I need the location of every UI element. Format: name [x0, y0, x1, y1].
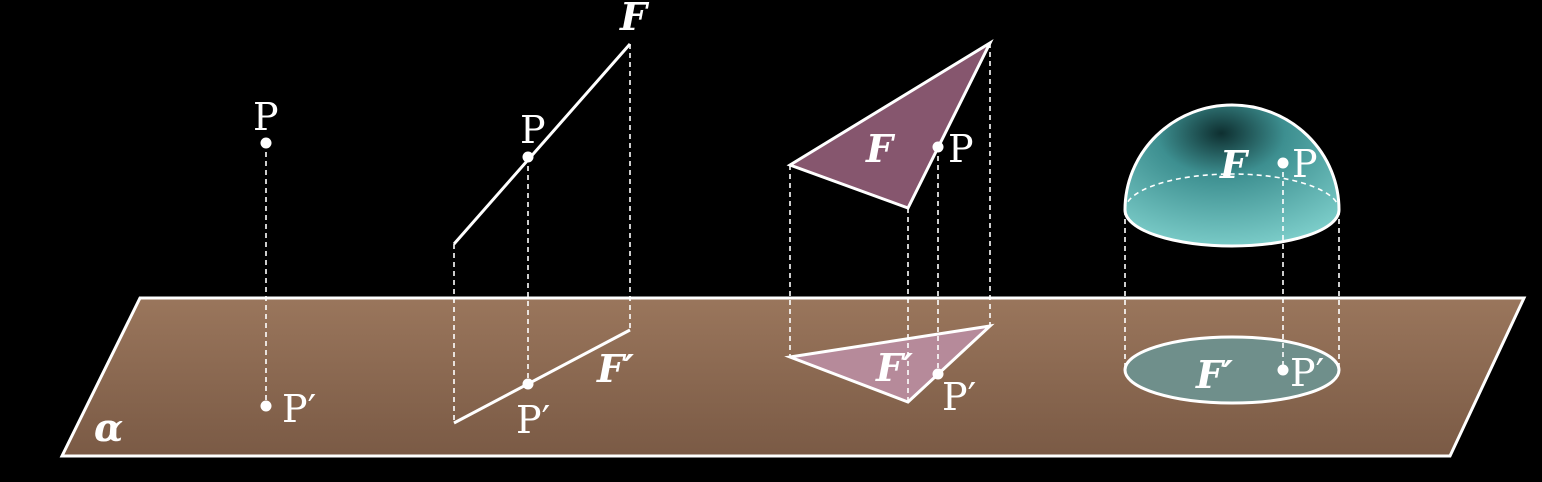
plane-label: α [94, 405, 123, 450]
triangle-f-prime [784, 323, 995, 404]
point-p-prime-label: P′ [282, 387, 316, 431]
point-p-prime [1277, 364, 1289, 376]
point-p-prime [932, 368, 944, 380]
point-p-prime-label: P′ [942, 375, 976, 419]
point-p-label: P [253, 95, 279, 139]
point-p-label: P [948, 127, 974, 171]
triangle-f-prime-label: F′ [875, 345, 913, 390]
point-p [522, 151, 534, 163]
point-p [260, 137, 272, 149]
point-p-prime-label: P′ [516, 398, 550, 442]
point-p-prime-label: P′ [1290, 351, 1324, 395]
point-p [932, 141, 944, 153]
segment-f-prime [453, 328, 631, 425]
point-p-label: P [520, 108, 546, 152]
point-p-label: P [1292, 142, 1318, 186]
segment-projection-group: F F′ P P′ [452, 0, 650, 442]
segment-f-prime-label: F′ [596, 346, 634, 391]
hemisphere-hidden-rim [1124, 173, 1340, 211]
disk-f-prime-label: F′ [1195, 352, 1233, 397]
point-projection-group: P P′ [253, 95, 316, 431]
segment-f-label: F [619, 0, 650, 39]
triangle-projection-group: F F′ P P′ [784, 39, 995, 419]
plane-alpha [59, 296, 1527, 458]
point-p-prime [522, 378, 534, 390]
hemisphere-projection-group: F F′ P P′ [1123, 103, 1341, 405]
triangle-f-label: F [865, 126, 896, 171]
point-p [1277, 157, 1289, 169]
segment-f [452, 43, 632, 245]
point-p-prime [260, 400, 272, 412]
disk-f-prime [1123, 335, 1341, 405]
triangle-f [786, 39, 994, 210]
hemisphere-f-label: F [1219, 142, 1250, 187]
